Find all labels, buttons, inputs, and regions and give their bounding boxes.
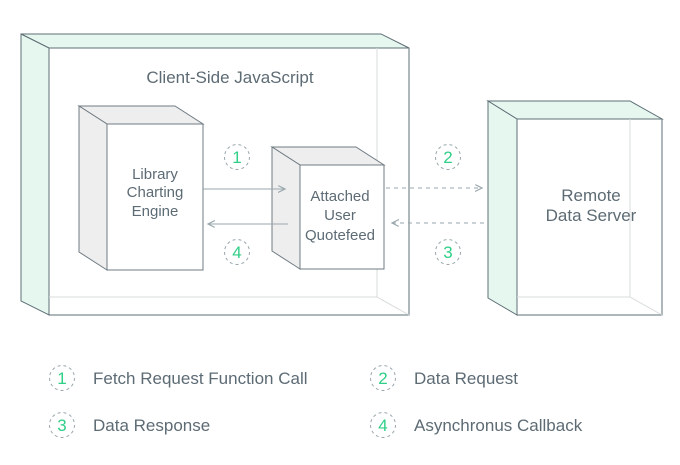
svg-text:4: 4 [232, 243, 241, 262]
step-badge-2: 2 [435, 144, 461, 170]
legend-item-4: 4 Asynchronus Callback [370, 412, 583, 438]
svg-text:4: 4 [378, 416, 387, 435]
quotefeed-label-line2: User [324, 207, 356, 224]
server-box: Remote Data Server [486, 100, 664, 316]
legend: 1 Fetch Request Function Call 2 Data Req… [49, 365, 583, 438]
engine-label-line3: Engine [132, 203, 179, 220]
step-badge-3: 3 [435, 239, 461, 265]
quotefeed-label-line3: Quotefeed [305, 227, 375, 244]
legend-label-1: Fetch Request Function Call [93, 369, 308, 388]
legend-item-2: 2 Data Request [370, 365, 518, 391]
legend-badge-1 [49, 365, 75, 391]
quotefeed-box: Attached User Quotefeed [270, 146, 386, 270]
engine-box: Library Charting Engine [77, 105, 205, 271]
svg-text:3: 3 [443, 243, 452, 262]
legend-badge-2 [370, 365, 396, 391]
svg-text:1: 1 [57, 369, 66, 388]
svg-text:3: 3 [57, 416, 66, 435]
engine-label-line1: Library [132, 166, 178, 183]
legend-label-2: Data Request [414, 369, 518, 388]
step-badge-1: 1 [224, 144, 250, 170]
client-title: Client-Side JavaScript [146, 68, 314, 87]
legend-label-3: Data Response [93, 416, 210, 435]
svg-text:2: 2 [443, 148, 452, 167]
legend-item-3: 3 Data Response [49, 412, 210, 438]
quotefeed-label-line1: Attached [310, 188, 369, 205]
svg-text:1: 1 [232, 148, 241, 167]
legend-badge-4 [370, 412, 396, 438]
engine-label-line2: Charting [127, 184, 184, 201]
legend-badge-3 [49, 412, 75, 438]
legend-item-1: 1 Fetch Request Function Call [49, 365, 308, 391]
svg-text:2: 2 [378, 369, 387, 388]
server-label-line1: Remote [561, 186, 621, 205]
legend-label-4: Asynchronus Callback [414, 416, 583, 435]
server-label-line2: Data Server [546, 206, 637, 225]
step-badge-4: 4 [224, 239, 250, 265]
